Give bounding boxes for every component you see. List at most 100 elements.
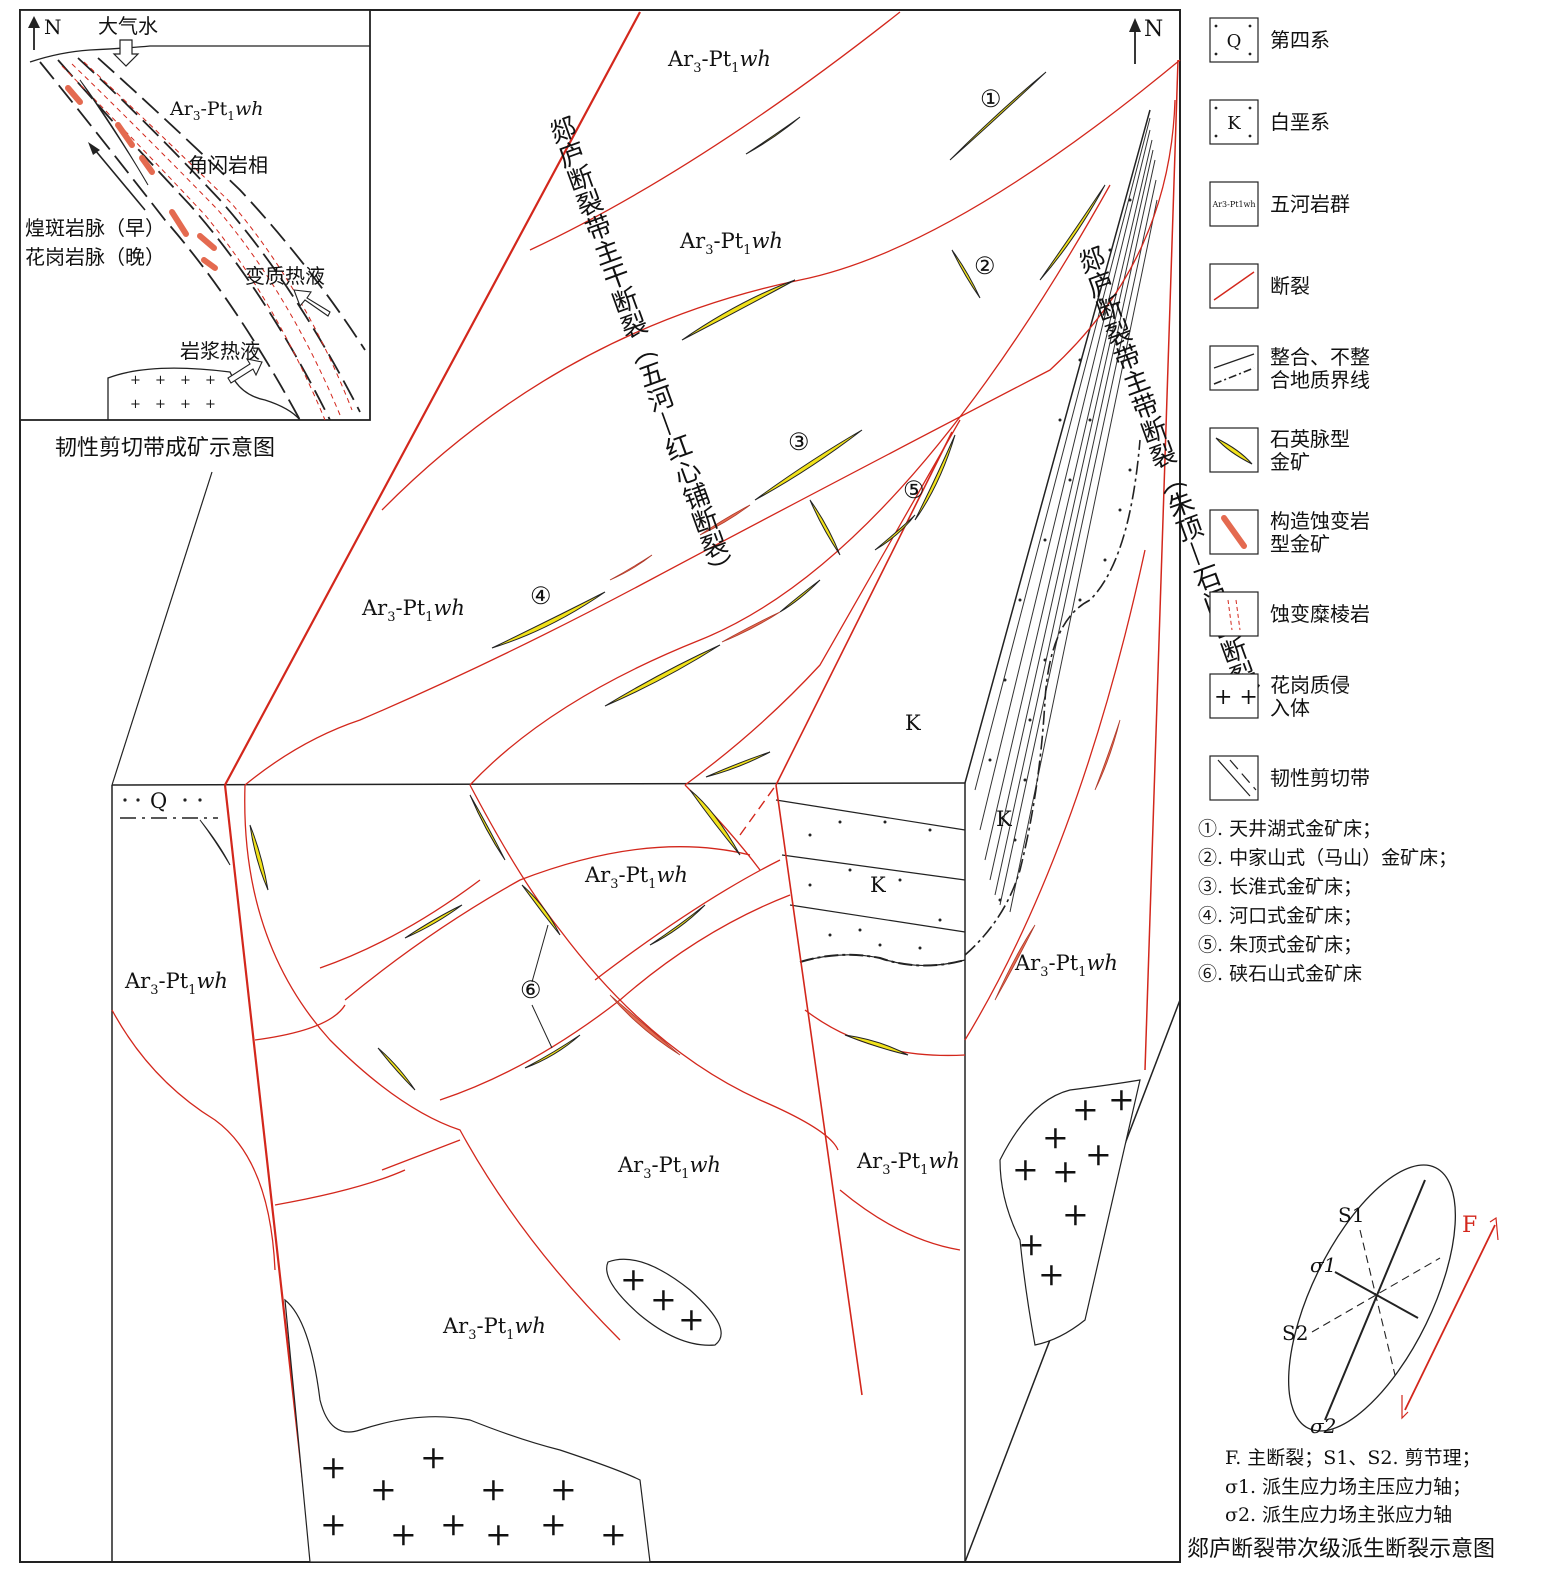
svg-text:+: +: [440, 1505, 467, 1543]
legend-symbol-text: Q: [1227, 31, 1242, 52]
svg-text:+: +: [390, 1515, 417, 1553]
unit-q-label: Q: [150, 789, 167, 813]
svg-text:+: +: [155, 397, 166, 412]
legend-label: 断裂: [1270, 274, 1310, 298]
deposit-item: ④. 河口式金矿床；: [1198, 905, 1362, 927]
cretaceous-icon: K: [1214, 106, 1252, 138]
svg-text:+: +: [1085, 1135, 1112, 1173]
svg-text:Ar3-Pt1wh: Ar3-Pt1wh: [584, 863, 688, 892]
svg-text:+: +: [1052, 1152, 1079, 1190]
svg-text:+: +: [540, 1505, 567, 1543]
svg-text:+: +: [420, 1438, 447, 1476]
gold-veins: [199, 71, 1106, 1091]
legend-label: 花岗质侵: [1270, 673, 1350, 697]
svg-text:+: +: [1042, 1118, 1069, 1156]
inset-caption: 韧性剪切带成矿示意图: [55, 436, 275, 461]
legend-label: 合地质界线: [1270, 368, 1370, 392]
deposit-item: ①. 天井湖式金矿床；: [1198, 818, 1381, 840]
fault-west-label: 郯庐断裂带主干断裂（五河—红心铺断裂）: [542, 113, 739, 588]
svg-text:Ar3-Pt1wh: Ar3-Pt1wh: [124, 969, 228, 998]
inset-rock-label: Ar3-Pt1wh: [169, 98, 263, 123]
legend-label: 韧性剪切带: [1270, 766, 1370, 790]
stress-diagram: F S1 S2 σ1 σ2: [1282, 1164, 1499, 1438]
quaternary-icon: Q: [1214, 24, 1252, 56]
diagram-title: 郯庐断裂带次级派生断裂示意图: [1187, 1537, 1495, 1562]
legend-label: 整合、不整: [1270, 345, 1370, 369]
legend-label: 白垩系: [1270, 110, 1330, 134]
stress-note: F. 主断裂；S1、S2. 剪节理；: [1225, 1447, 1481, 1469]
legend-label: 五河岩群: [1270, 192, 1350, 216]
inset-metamorphic-label: 变质热液: [245, 264, 325, 288]
deposit-item: ⑤. 朱顶式金矿床；: [1198, 934, 1362, 956]
deposit-mark-2: ②: [974, 252, 996, 280]
svg-text:+: +: [600, 1515, 627, 1553]
svg-text:+: +: [485, 1515, 512, 1553]
svg-text:+: +: [130, 373, 141, 388]
svg-text:Ar3-Pt1wh: Ar3-Pt1wh: [617, 1153, 721, 1182]
svg-text:+: +: [678, 1300, 705, 1338]
deposit-mark-6: ⑥: [520, 976, 542, 1004]
unit-k-label-3: K: [870, 873, 886, 897]
stress-notes: F. 主断裂；S1、S2. 剪节理； σ1. 派生应力场主压应力轴； σ2. 派…: [1225, 1447, 1481, 1526]
mylonite-icon: [1227, 599, 1241, 631]
svg-text:+: +: [320, 1448, 347, 1486]
deposit-item: ②. 中家山式（马山）金矿床；: [1198, 847, 1457, 869]
meteoric-arrow-icon: [112, 39, 140, 67]
legend-label: 入体: [1270, 696, 1310, 720]
legend-label: 蚀变糜棱岩: [1270, 602, 1370, 626]
inset-map: ++++ ++++ N: [19, 9, 371, 421]
deposit-mark-4: ④: [530, 582, 552, 610]
quartz_vein-icon: [1215, 437, 1253, 465]
stress-sigma1-label: σ1: [1310, 1253, 1336, 1277]
stress-s1-label: S1: [1338, 1203, 1364, 1227]
fault-icon: [1213, 271, 1255, 301]
legend-item-wuhe: Ar3-Pt1wh 五河岩群: [1209, 181, 1350, 227]
unit-k-label-2: K: [996, 807, 1012, 831]
inset-meteoric-label: 大气水: [98, 14, 158, 38]
north-label: N: [1144, 17, 1163, 42]
granite-crosses: +++ +++ +++ ++ +++ +++ +++ +++: [320, 1080, 1135, 1553]
svg-text:+: +: [155, 373, 166, 388]
svg-text:+: +: [1062, 1195, 1089, 1233]
svg-text:Ar3-Pt1wh: Ar3-Pt1wh: [1014, 951, 1118, 980]
svg-text:+: +: [550, 1470, 577, 1508]
legend-item-mylonite: 蚀变糜棱岩: [1209, 591, 1370, 637]
inset-dike-late-label: 花岗岩脉（晚）: [25, 245, 165, 269]
legend-label: 第四系: [1270, 28, 1330, 52]
inset-dike-early-label: 煌斑岩脉（早）: [25, 216, 165, 240]
legend-label: 构造蚀变岩: [1270, 509, 1370, 533]
shear-arrow-icon: [88, 142, 100, 155]
wuhe-icon: Ar3-Pt1wh: [1211, 200, 1255, 209]
svg-text:+: +: [650, 1280, 677, 1318]
svg-text:+: +: [1012, 1150, 1039, 1188]
deposit-list: ①. 天井湖式金矿床； ②. 中家山式（马山）金矿床； ③. 长淮式金矿床； ④…: [1198, 818, 1457, 985]
legend-label: 金矿: [1270, 450, 1310, 474]
north-arrow-icon: [1129, 18, 1141, 32]
svg-text:+: +: [1108, 1080, 1135, 1118]
svg-text:+: +: [205, 373, 216, 388]
deposit-mark-5: ⑤: [903, 476, 925, 504]
deposit-mark-1: ①: [980, 85, 1002, 113]
stress-f-label: F: [1462, 1213, 1477, 1238]
deposit-mark-3: ③: [788, 428, 810, 456]
altered_rock-icon: [1221, 515, 1247, 549]
stress-note: σ2. 派生应力场主张应力轴: [1225, 1504, 1452, 1526]
svg-text:+: +: [370, 1470, 397, 1508]
svg-text:+ +: + +: [1214, 685, 1258, 710]
svg-text:Ar3-Pt1wh: Ar3-Pt1wh: [856, 1149, 960, 1178]
svg-text:+: +: [205, 397, 216, 412]
legend-label: 石英脉型: [1270, 427, 1350, 451]
svg-text:+: +: [480, 1470, 507, 1508]
inset-north-label: N: [44, 15, 62, 39]
svg-text:+: +: [1018, 1225, 1045, 1263]
svg-text:+: +: [1072, 1090, 1099, 1128]
granite-icon: + +: [1214, 685, 1258, 710]
legend-label: 型金矿: [1270, 532, 1330, 556]
deposit-markers: ① ② ③ ④ ⑤ ⑥: [520, 85, 1002, 1004]
